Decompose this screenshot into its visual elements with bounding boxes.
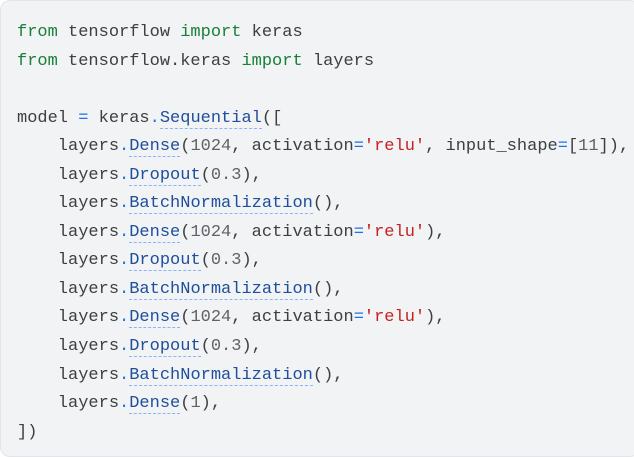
code-token-attr: Dense bbox=[129, 137, 181, 158]
code-token-op: . bbox=[119, 165, 130, 185]
code-line bbox=[17, 76, 629, 105]
code-token-plain: layers bbox=[302, 51, 375, 71]
code-token-op: . bbox=[119, 194, 130, 214]
code-line: layers.Dense(1024, activation='relu'), bbox=[17, 304, 629, 333]
code-token-plain: keras bbox=[241, 23, 303, 42]
code-token-plain: layers bbox=[17, 165, 120, 185]
code-token-plain: [ bbox=[567, 137, 579, 157]
code-line: layers.Dropout(0.3), bbox=[17, 162, 629, 191]
code-token-plain: , activation bbox=[231, 308, 354, 328]
code-token-attr: Dense bbox=[129, 394, 181, 415]
code-token-op: . bbox=[119, 337, 130, 357]
code-token-op: = bbox=[78, 108, 89, 128]
code-token-plain: ), bbox=[241, 337, 262, 357]
code-token-plain: tensorflow bbox=[57, 23, 181, 42]
code-line: layers.BatchNormalization(), bbox=[17, 276, 629, 305]
code-token-attr: BatchNormalization bbox=[129, 365, 313, 386]
code-token-plain: ( bbox=[200, 251, 211, 271]
code-token-kw: from bbox=[17, 51, 58, 71]
code-token-plain: layers bbox=[17, 251, 120, 271]
code-line: from tensorflow import keras bbox=[17, 19, 629, 48]
code-token-op: . bbox=[149, 108, 160, 128]
code-token-num: 1024 bbox=[190, 222, 232, 242]
code-token-op: . bbox=[119, 222, 130, 242]
code-line: layers.Dense(1), bbox=[17, 390, 629, 419]
code-token-plain: ( bbox=[200, 165, 211, 185]
code-line: layers.Dropout(0.3), bbox=[17, 333, 629, 362]
code-token-plain: ), bbox=[425, 308, 446, 328]
code-token-attr: BatchNormalization bbox=[129, 279, 313, 300]
code-line: model = keras.Sequential([ bbox=[17, 105, 629, 134]
code-token-plain: ([ bbox=[261, 108, 283, 128]
code-token-op: = bbox=[353, 137, 364, 157]
code-token-num: 1 bbox=[190, 394, 201, 414]
code-token-num: 1024 bbox=[190, 137, 232, 157]
code-token-num: 0.3 bbox=[210, 165, 242, 185]
code-token-plain: , activation bbox=[231, 222, 354, 242]
code-token-plain: ), bbox=[241, 165, 262, 185]
code-token-plain: model bbox=[17, 108, 79, 128]
code-token-attr: BatchNormalization bbox=[129, 194, 313, 215]
code-token-plain: layers bbox=[17, 365, 120, 385]
code-line: from tensorflow.keras import layers bbox=[17, 48, 629, 77]
code-token-str: 'relu' bbox=[363, 222, 426, 242]
code-token-op: = bbox=[353, 308, 364, 328]
code-token-plain: ( bbox=[180, 222, 191, 242]
code-token-num: 0.3 bbox=[210, 251, 242, 271]
code-token-plain: layers bbox=[17, 394, 120, 414]
code-token-op: . bbox=[119, 279, 130, 299]
code-token-attr: Dropout bbox=[129, 165, 201, 186]
code-token-plain: layers bbox=[17, 337, 120, 357]
code-token-attr: Dense bbox=[129, 222, 181, 243]
code-token-plain: ( bbox=[200, 337, 211, 357]
code-token-str: 'relu' bbox=[363, 137, 426, 157]
code-token-op: = bbox=[353, 222, 364, 242]
code-token-plain: keras bbox=[88, 108, 150, 128]
code-token-num: 1024 bbox=[190, 308, 232, 328]
code-line: layers.Dense(1024, activation='relu', in… bbox=[17, 133, 629, 162]
code-token-kw: import bbox=[241, 51, 303, 71]
code-token-plain: layers bbox=[17, 137, 120, 157]
code-line: layers.BatchNormalization(), bbox=[17, 190, 629, 219]
code-token-kw: from bbox=[17, 23, 58, 42]
code-token-plain: ]), bbox=[598, 137, 630, 157]
code-token-plain: layers bbox=[17, 222, 120, 242]
code-line: layers.Dense(1024, activation='relu'), bbox=[17, 219, 629, 248]
code-token-plain: ( bbox=[180, 394, 191, 414]
code-token-plain: ( bbox=[180, 308, 191, 328]
code-token-attr: Dropout bbox=[129, 251, 201, 272]
code-token-plain: , input_shape bbox=[425, 137, 558, 157]
code-token-plain: ), bbox=[425, 222, 446, 242]
code-token-plain: (), bbox=[312, 279, 344, 299]
code-token-kw: import bbox=[180, 23, 242, 42]
code-token-op: . bbox=[119, 251, 130, 271]
code-token-plain: (), bbox=[312, 365, 344, 385]
code-token-attr: Dropout bbox=[129, 337, 201, 358]
code-token-attr: Dense bbox=[129, 308, 181, 329]
code-token-attr: Sequential bbox=[159, 108, 262, 129]
code-token-plain: layers bbox=[17, 308, 120, 328]
code-line: ]) bbox=[17, 419, 629, 448]
code-token-op: . bbox=[119, 308, 130, 328]
code-token-plain: ]) bbox=[17, 422, 38, 442]
code-token-op: = bbox=[557, 137, 568, 157]
code-token-op: . bbox=[119, 137, 130, 157]
code-token-plain: layers bbox=[17, 279, 120, 299]
code-token-plain: layers bbox=[17, 194, 120, 214]
code-token-plain: ), bbox=[241, 251, 262, 271]
code-token-str: 'relu' bbox=[363, 308, 426, 328]
code-token-op: . bbox=[119, 365, 130, 385]
code-line: layers.BatchNormalization(), bbox=[17, 362, 629, 391]
code-token-num: 11 bbox=[578, 137, 599, 157]
code-token-num: 0.3 bbox=[210, 337, 242, 357]
code-token-plain: , activation bbox=[231, 137, 354, 157]
code-token-op: . bbox=[119, 394, 130, 414]
code-token-plain: ), bbox=[200, 394, 222, 414]
code-token-plain: tensorflow.keras bbox=[57, 51, 242, 71]
code-token-plain: (), bbox=[312, 194, 344, 214]
code-token-plain: ( bbox=[180, 137, 191, 157]
code-line: layers.Dropout(0.3), bbox=[17, 247, 629, 276]
